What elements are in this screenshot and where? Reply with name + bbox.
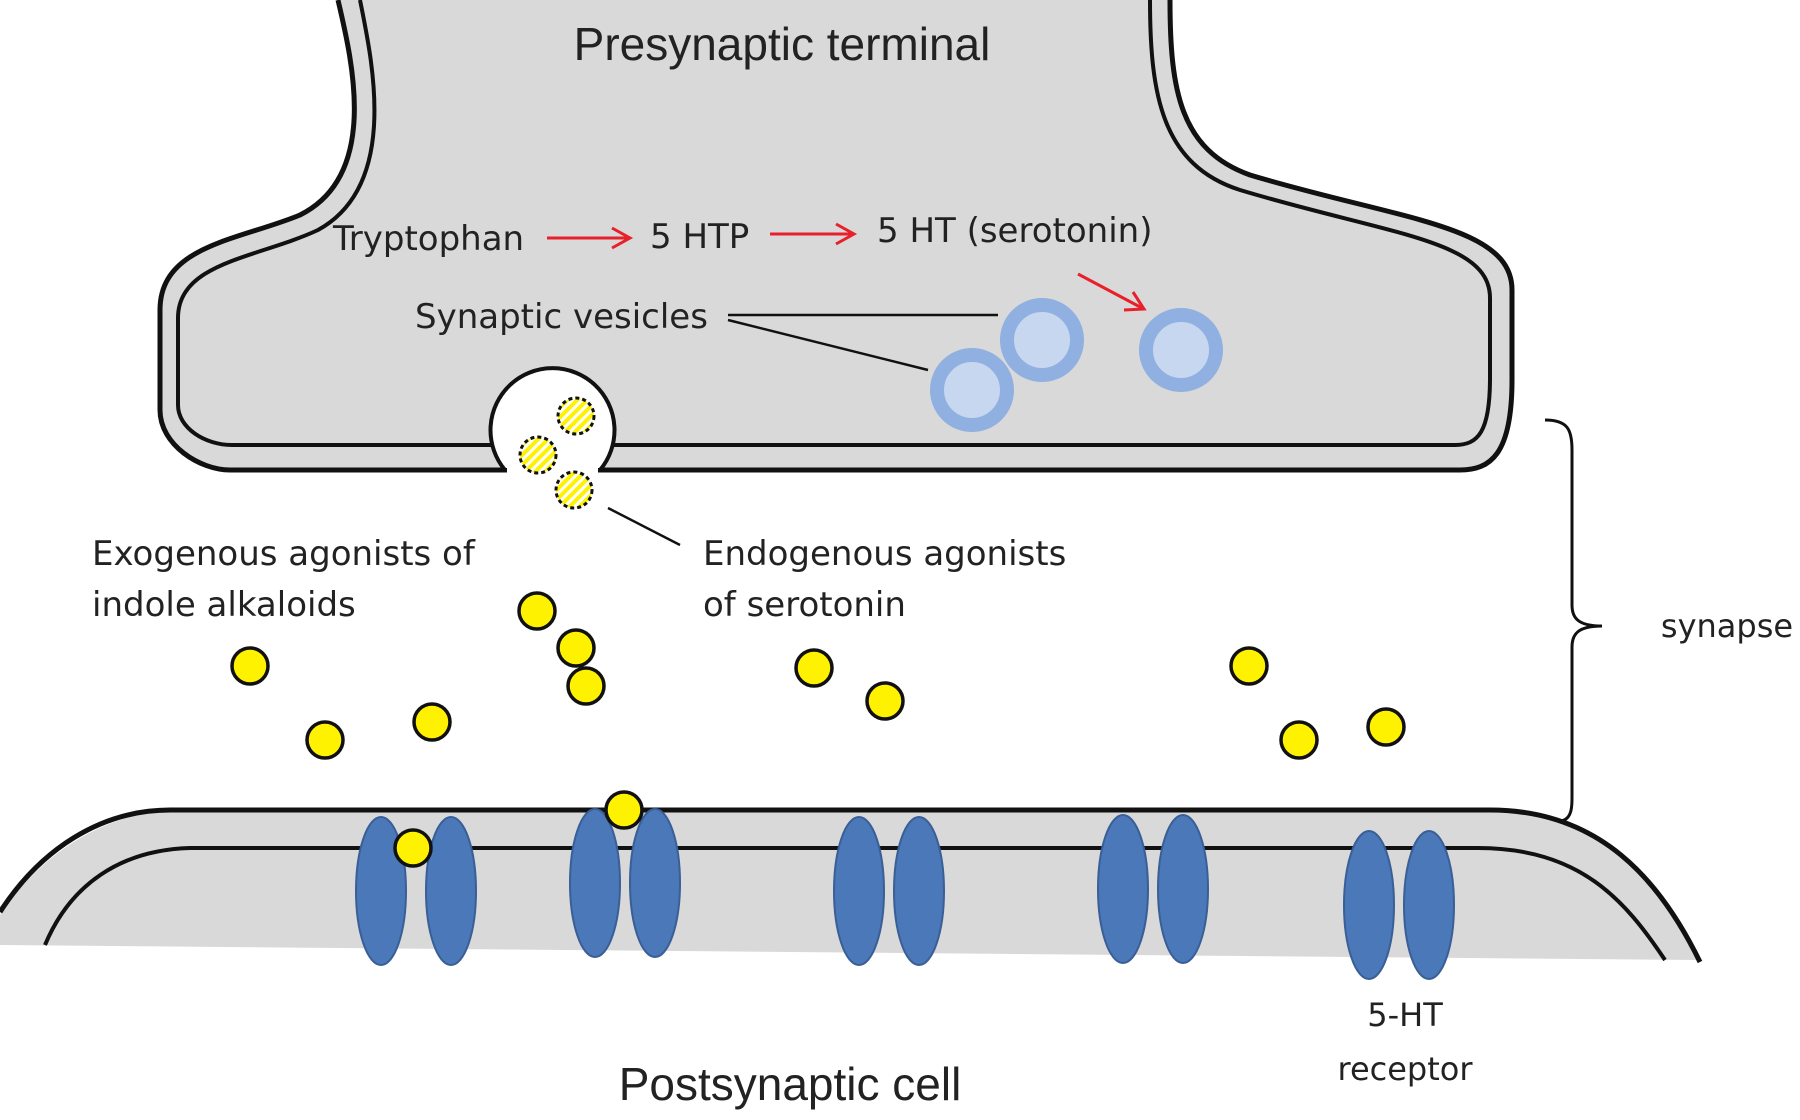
receptor-pair-icon	[569, 790, 681, 958]
released-agonist-hatched	[556, 396, 596, 436]
yellow-molecule-icon	[566, 666, 606, 706]
exogenous-agonists-label-line2: indole alkaloids	[92, 585, 356, 625]
receptor-pair-icon	[833, 816, 945, 966]
yellow-molecule-icon	[412, 702, 452, 742]
yellow-molecule-icon	[517, 591, 557, 631]
red-arrow-icon	[770, 222, 858, 246]
tryptophan-label: Tryptophan	[332, 219, 524, 259]
postsynaptic-cell-label: Postsynaptic cell	[619, 1058, 962, 1110]
red-arrow-icon	[547, 226, 634, 250]
yellow-molecule-icon	[1366, 707, 1406, 747]
yellow-molecule-icon	[230, 646, 270, 686]
endogenous-agonists-label-line2: of serotonin	[703, 585, 906, 625]
yellow-molecule-icon	[556, 628, 596, 668]
endogenous-agonists-label-line1: Endogenous agonists	[703, 534, 1066, 574]
vesicle-ring-icon	[1139, 308, 1223, 392]
vesicle-pointer-line	[727, 318, 929, 372]
red-arrow-icon	[1077, 272, 1147, 312]
synapse-label: synapse	[1661, 607, 1793, 645]
htp-label: 5 HTP	[650, 217, 749, 257]
ht-serotonin-label: 5 HT (serotonin)	[877, 211, 1152, 251]
free-agonists	[230, 591, 1406, 760]
exogenous-agonists-label-line1: Exogenous agonists of	[92, 534, 476, 574]
receptor-pair-icon	[355, 816, 477, 966]
synapse-bracket	[1544, 418, 1603, 825]
bound-agonist	[604, 790, 644, 830]
receptor-label-line1: 5-HT	[1367, 996, 1443, 1034]
released-agonist-hatched	[554, 470, 594, 510]
vesicle-ring-icon	[1000, 298, 1084, 382]
serotonin-synthesis-pathway: Tryptophan 5 HTP 5 HT (serotonin)	[332, 211, 1152, 312]
yellow-molecule-icon	[865, 681, 905, 721]
yellow-molecule-icon	[305, 720, 345, 760]
released-agonist-hatched	[518, 435, 558, 475]
pocket-outline	[488, 366, 617, 472]
receptor-label-line2: receptor	[1337, 1050, 1473, 1088]
presynaptic-membrane-inner	[176, 0, 1492, 447]
yellow-molecule-icon	[1229, 646, 1269, 686]
bound-agonist	[393, 828, 433, 868]
receptor-pair-icon	[1097, 814, 1209, 964]
presynaptic-terminal-label: Presynaptic terminal	[574, 18, 991, 70]
receptor-pair-icon	[1343, 830, 1455, 980]
yellow-molecule-icon	[1279, 720, 1319, 760]
synaptic-vesicles-label: Synaptic vesicles	[415, 297, 708, 337]
exocytosis-pocket	[488, 366, 617, 510]
postsynaptic-membrane-inner	[43, 846, 1667, 962]
receptors	[355, 790, 1455, 980]
presynaptic-membrane-outer	[157, 0, 1515, 473]
yellow-molecule-icon	[794, 648, 834, 688]
vesicle-ring-icon	[930, 348, 1014, 432]
endogenous-pointer-line	[607, 506, 681, 547]
postsynaptic-membrane-outer	[0, 807, 1703, 964]
synaptic-vesicles: Synaptic vesicles	[415, 297, 1223, 432]
